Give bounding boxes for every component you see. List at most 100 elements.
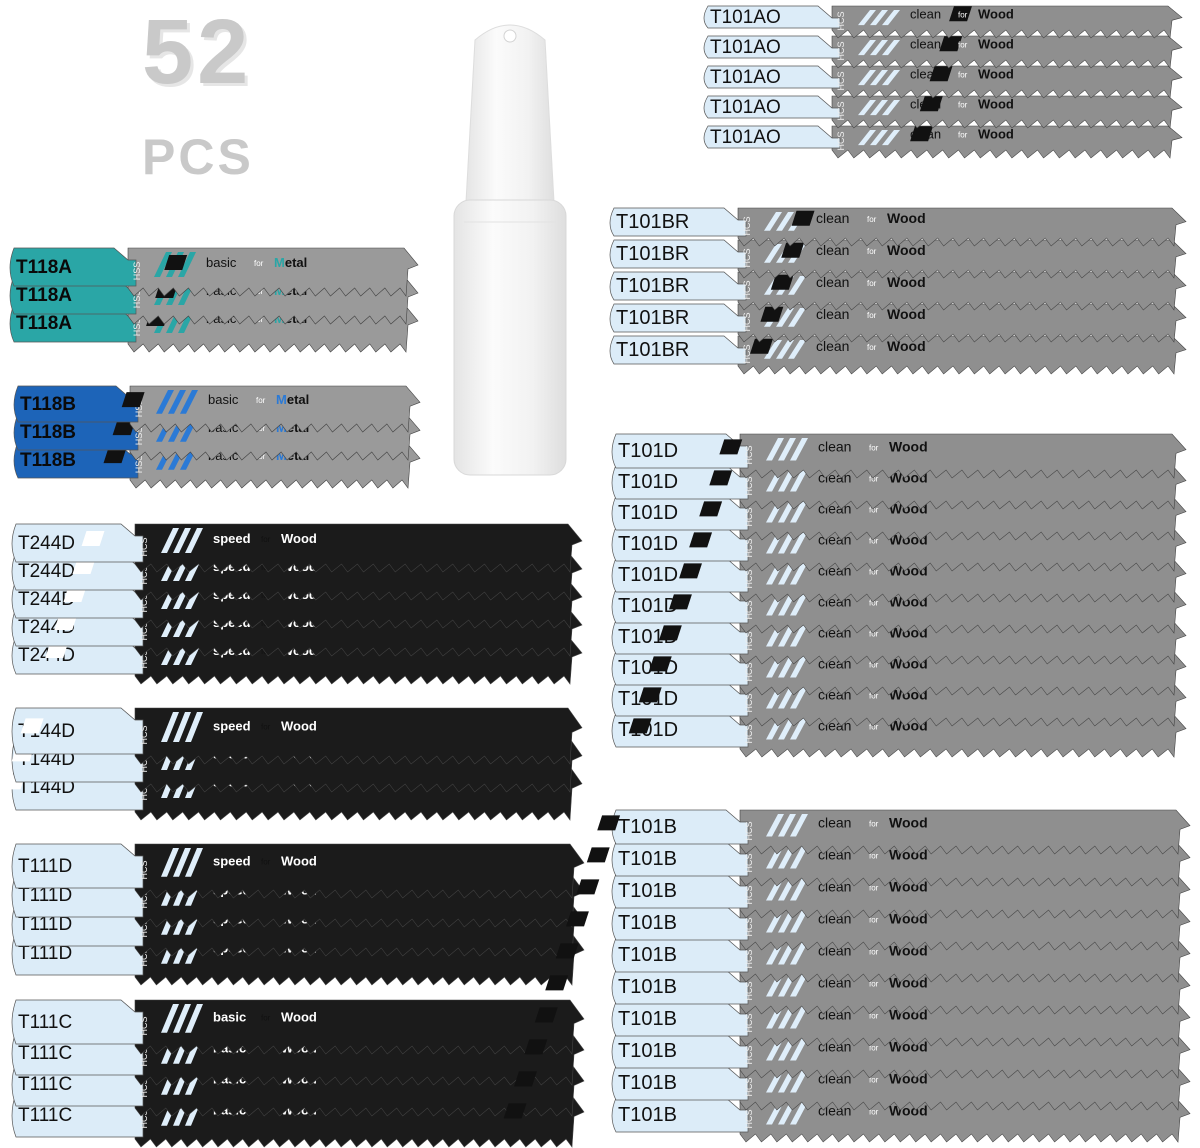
target-label: Wood — [889, 942, 928, 958]
blade-code: T101B — [618, 1072, 677, 1094]
blade-group-t244d: T244DHCSspeedforWoodT244DHCSspeedforWood… — [11, 523, 583, 685]
usage-label: basic — [208, 392, 239, 407]
material-mark: HSS — [132, 318, 142, 337]
piece-count: 52 — [142, 1, 253, 103]
material-mark: HSS — [134, 399, 144, 418]
for-label: for — [869, 851, 879, 860]
blade-code: T101AO — [710, 37, 781, 58]
material-mark: HCS — [139, 537, 149, 556]
for-label: for — [869, 505, 879, 514]
target-label: Wood — [978, 6, 1014, 21]
piece-unit: PCS — [142, 129, 254, 185]
stripe-logo — [161, 1004, 203, 1033]
for-label: for — [869, 947, 879, 956]
stripe-logo — [161, 848, 203, 877]
material-mark: HCS — [139, 753, 149, 772]
material-mark: HCS — [139, 918, 149, 937]
blade-code: T101BR — [616, 339, 689, 361]
blade-code: T101BR — [616, 307, 689, 329]
blade-code: T101D — [618, 595, 678, 617]
for-label: for — [261, 1014, 271, 1023]
for-label: for — [869, 883, 879, 892]
blade-code: T101AO — [710, 127, 781, 148]
blade-code: T244D — [18, 561, 75, 582]
target-label: Wood — [281, 1010, 317, 1025]
material-mark: HCS — [744, 981, 754, 1000]
target-label: Wood — [887, 306, 926, 322]
material-mark: HCS — [139, 593, 149, 612]
for-label: for — [869, 1043, 879, 1052]
blade-code: T101BR — [616, 211, 689, 233]
material-mark: HCS — [744, 1045, 754, 1064]
blade-code: T111C — [18, 1105, 72, 1126]
for-label: for — [869, 819, 879, 828]
for-label: for — [254, 259, 264, 268]
storage-tube — [453, 24, 567, 476]
material-mark: HSS — [132, 262, 142, 281]
for-label: for — [869, 536, 879, 545]
blade-code: T101D — [618, 502, 678, 524]
stripe-logo — [858, 100, 900, 116]
material-mark: HSS — [132, 290, 142, 309]
for-label: for — [869, 1011, 879, 1020]
material-mark: HCS — [744, 693, 754, 712]
material-mark: HCS — [139, 860, 149, 879]
target-label: Wood — [281, 854, 317, 869]
blade-group-t101ao: T101AOHCScleanforWoodT101AOHCScleanforWo… — [703, 5, 1183, 159]
stripe-logo — [766, 814, 808, 837]
for-label: for — [869, 598, 879, 607]
for-label: for — [867, 279, 877, 288]
blade-code: T118A — [16, 313, 72, 334]
stripe-logo — [764, 340, 806, 359]
stripe-logo — [858, 130, 900, 146]
for-label: for — [869, 915, 879, 924]
usage-label: clean — [816, 306, 849, 322]
blade-code: T111D — [18, 885, 72, 906]
blade-code: T101B — [618, 1104, 677, 1126]
material-mark: HCS — [744, 1077, 754, 1096]
target-label: Wood — [889, 438, 928, 454]
blade-code: T101AO — [710, 7, 781, 28]
material-mark: HCS — [744, 507, 754, 526]
for-label: for — [958, 130, 968, 139]
target-label: Wood — [889, 814, 928, 830]
blade-code: T101B — [618, 848, 677, 870]
target-label: Wood — [978, 66, 1014, 81]
for-label: for — [256, 396, 266, 405]
usage-label: basic — [206, 255, 237, 270]
target-label: Wood — [281, 531, 317, 546]
blade-code: T101B — [618, 880, 677, 902]
blade-code: T111D — [18, 914, 72, 935]
target-label: Wood — [887, 274, 926, 290]
material-mark: HCS — [836, 11, 846, 30]
for-label: for — [869, 660, 879, 669]
material-mark: HCS — [744, 538, 754, 557]
for-label: for — [867, 343, 877, 352]
for-label: for — [958, 70, 968, 79]
material-mark: HCS — [742, 344, 752, 363]
stripe-logo — [858, 70, 900, 86]
material-mark: HCS — [139, 781, 149, 800]
for-label: for — [869, 629, 879, 638]
blade-group-t118a: T118AHSSbasicforMetalT118AHSSbasicforMet… — [9, 247, 419, 353]
blade-group-t101d: T101DHCScleanforWoodT101DHCScleanforWood… — [611, 433, 1187, 758]
for-label: for — [869, 691, 879, 700]
blade-group-t144d: T144DHCSspeedforWoodT144DHCSspeedforWood… — [2, 707, 583, 821]
